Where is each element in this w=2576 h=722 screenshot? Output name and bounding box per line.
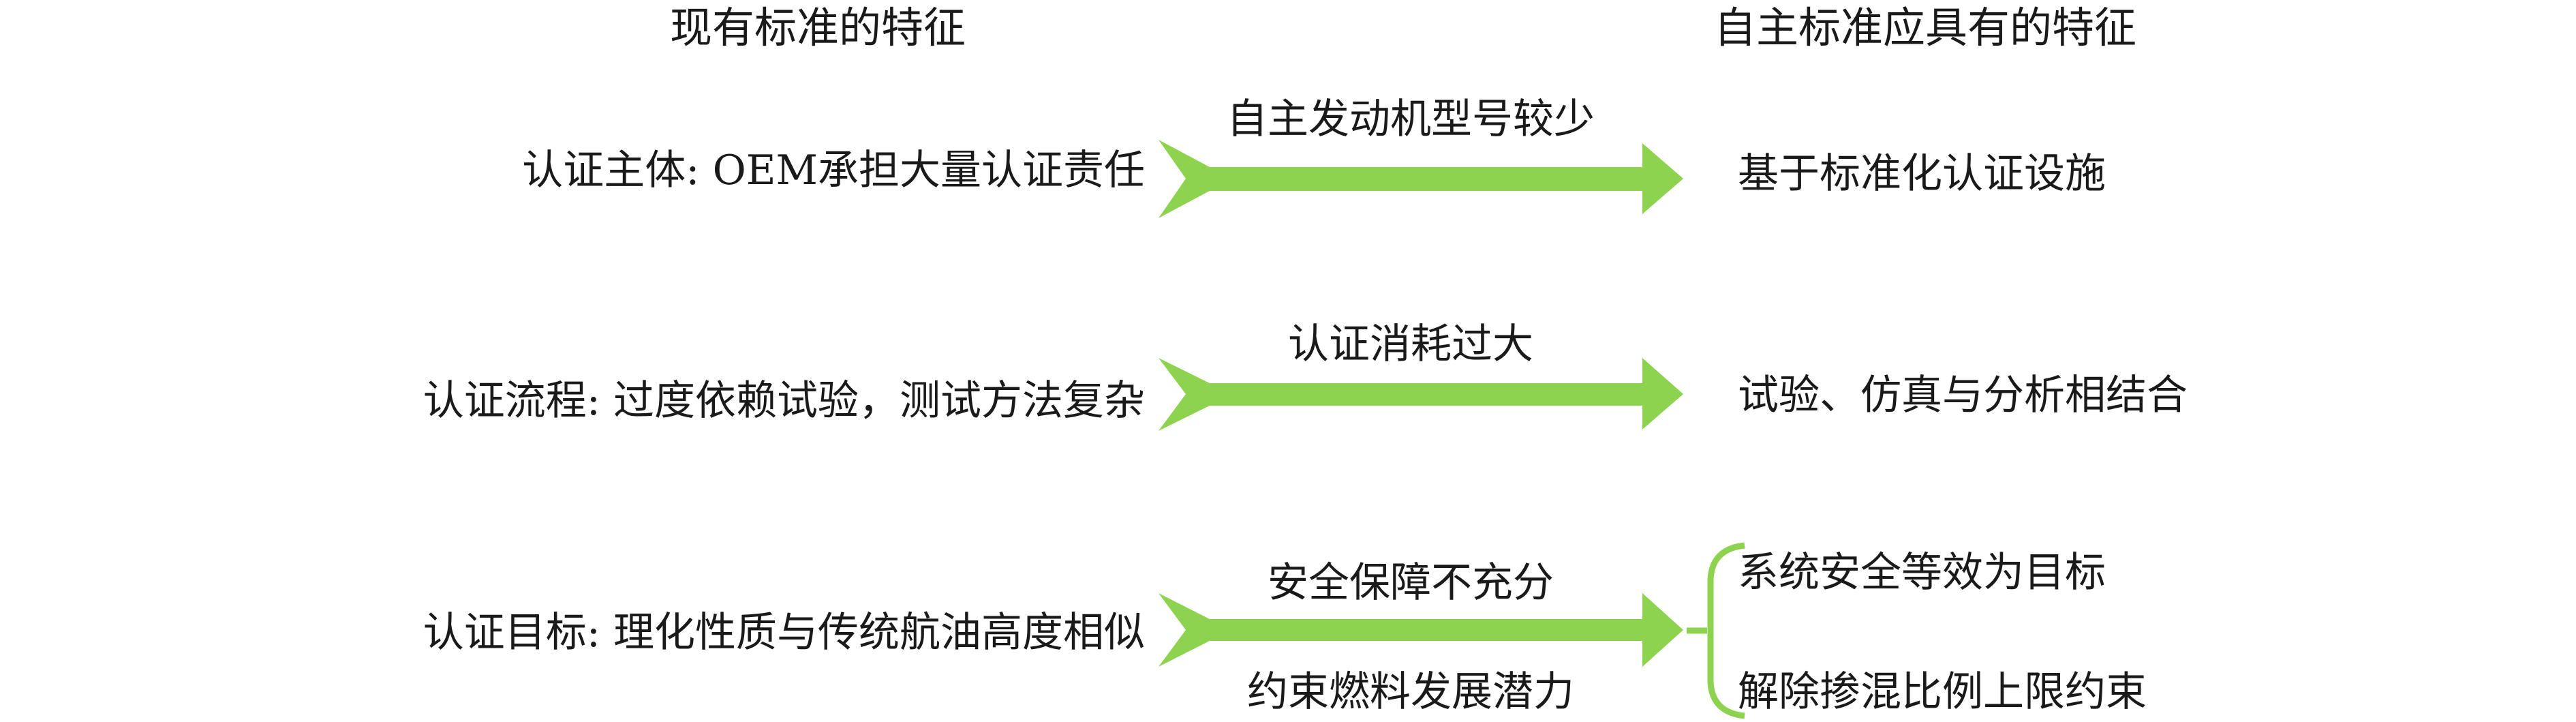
arrow-row-2 <box>1159 358 1683 431</box>
row-2-arrow-label: 认证消耗过大 <box>1288 320 1533 368</box>
row-3-desired-feature-1: 系统安全等效为目标 <box>1738 549 2106 597</box>
row-2-current-feature: 认证流程: 过度依赖试验，测试方法复杂 <box>423 377 1145 425</box>
row-3-current-feature: 认证目标: 理化性质与传统航油高度相似 <box>423 609 1145 657</box>
row-3-arrow-label-top: 安全保障不充分 <box>1268 559 1554 607</box>
arrow-row-1 <box>1159 140 1683 218</box>
row-1-arrow-label: 自主发动机型号较少 <box>1227 95 1595 143</box>
branch-brace <box>1707 542 1745 719</box>
row-3-desired-feature-2: 解除掺混比例上限约束 <box>1738 668 2147 716</box>
row-1-current-feature: 认证主体: OEM承担大量认证责任 <box>522 147 1145 194</box>
arrow-row-3 <box>1159 593 1683 667</box>
row-1-desired-feature: 基于标准化认证设施 <box>1738 150 2106 198</box>
row-3-arrow-label-bottom: 约束燃料发展潜力 <box>1247 668 1574 716</box>
header-desired-features: 自主标准应具有的特征 <box>1713 3 2136 52</box>
header-current-features: 现有标准的特征 <box>669 3 966 52</box>
row-2-desired-feature: 试验、仿真与分析相结合 <box>1738 372 2188 419</box>
